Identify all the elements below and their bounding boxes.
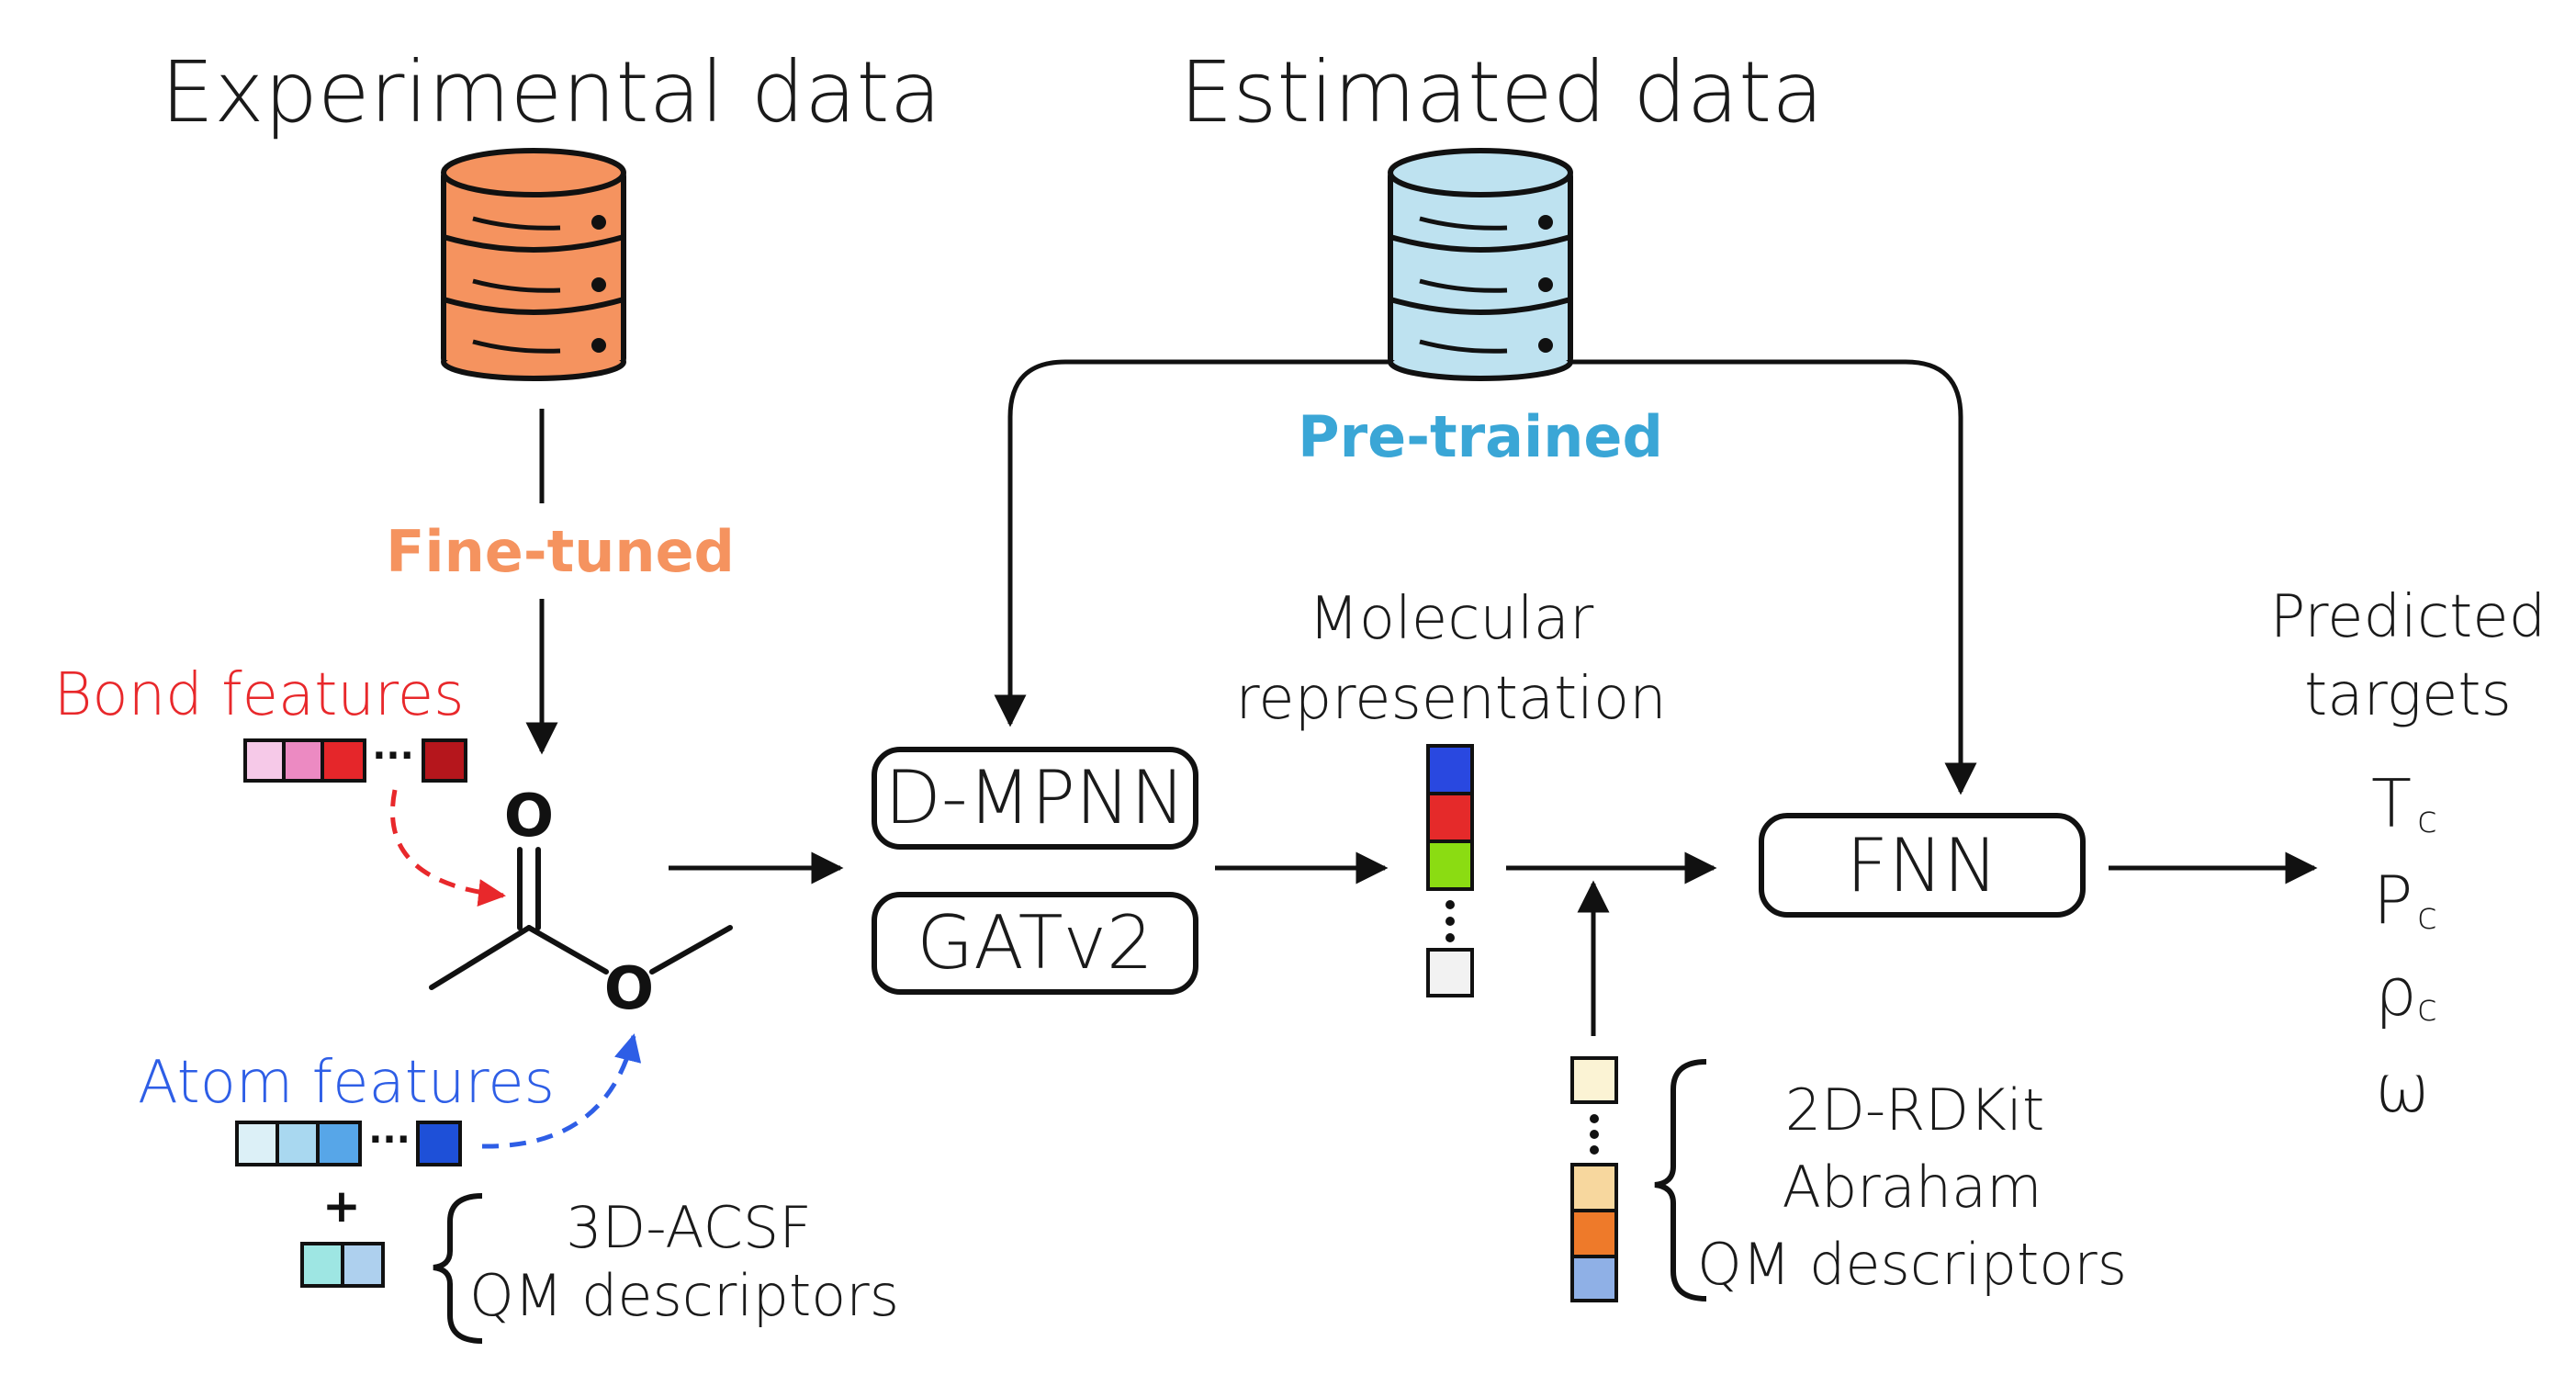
extra-atom-brace <box>433 1193 483 1344</box>
atom-vector-ellipsis: ··· <box>368 1119 411 1161</box>
descriptor-brace <box>1654 1059 1707 1301</box>
descriptor-ellipsis <box>1590 1114 1599 1155</box>
descriptor-abraham: Abraham <box>1783 1154 2042 1221</box>
pre-trained-path-right <box>1570 359 1977 795</box>
target-tc: T c <box>2371 765 2437 842</box>
target-pc: P c <box>2373 862 2437 939</box>
plus-sign: + <box>322 1179 361 1233</box>
bond-feature-vector <box>243 738 467 783</box>
extra-atom-feature-vector <box>300 1242 385 1288</box>
bond-features-label: Bond features <box>54 661 465 729</box>
estimated-database-icon <box>1388 148 1573 381</box>
estimated-data-title: Estimated data <box>1179 43 1823 141</box>
gatv2-box <box>872 892 1198 995</box>
pre-trained-label: Pre-trained <box>1298 403 1663 470</box>
targets-header-line2: targets <box>2304 661 2512 729</box>
atom-feature-arrow <box>481 1033 642 1149</box>
descriptor-vector <box>1570 1056 1618 1302</box>
atom-features-label: Atom features <box>138 1049 555 1117</box>
target-rhoc: ρ c <box>2375 953 2437 1031</box>
svg-text:c: c <box>2417 799 2437 841</box>
dmpnn-label: D-MPNN <box>884 755 1185 840</box>
extra-atom-feature-qm: QM descriptors <box>469 1262 899 1329</box>
bond-vector-ellipsis: ··· <box>372 735 414 777</box>
experimental-database-icon <box>441 148 626 381</box>
fine-tuned-label: Fine-tuned <box>386 518 735 585</box>
molecular-representation-vector <box>1426 744 1474 997</box>
carbonyl-oxygen-atom: O <box>504 783 554 851</box>
svg-text:ρ: ρ <box>2375 953 2417 1031</box>
atom-feature-vector <box>235 1121 462 1166</box>
dmpnn-box <box>872 747 1198 850</box>
svg-text:T: T <box>2371 765 2412 842</box>
molecule-structure <box>429 847 733 990</box>
fnn-box <box>1759 813 2086 918</box>
extra-atom-feature-3d-acsf: 3D-ACSF <box>566 1194 812 1261</box>
fnn-label: FNN <box>1846 823 1998 908</box>
representation-ellipsis <box>1445 900 1455 942</box>
pre-trained-path-left <box>994 359 1390 727</box>
targets-header-line1: Predicted <box>2270 583 2546 651</box>
ester-oxygen-atom: O <box>604 955 654 1023</box>
gatv2-label: GATv2 <box>917 900 1153 986</box>
bond-feature-arrow <box>389 789 506 907</box>
experimental-data-title: Experimental data <box>161 43 941 141</box>
representation-label-line1: Molecular <box>1309 585 1594 653</box>
svg-text:P: P <box>2373 862 2413 939</box>
svg-text:c: c <box>2417 987 2437 1030</box>
svg-text:c: c <box>2417 896 2437 938</box>
descriptor-2d-rdkit: 2D-RDKit <box>1785 1076 2045 1144</box>
descriptor-qm: QM descriptors <box>1697 1231 2127 1298</box>
representation-label-line2: representation <box>1235 665 1666 733</box>
svg-text:ω: ω <box>2375 1050 2430 1127</box>
target-omega: ω <box>2375 1050 2430 1127</box>
